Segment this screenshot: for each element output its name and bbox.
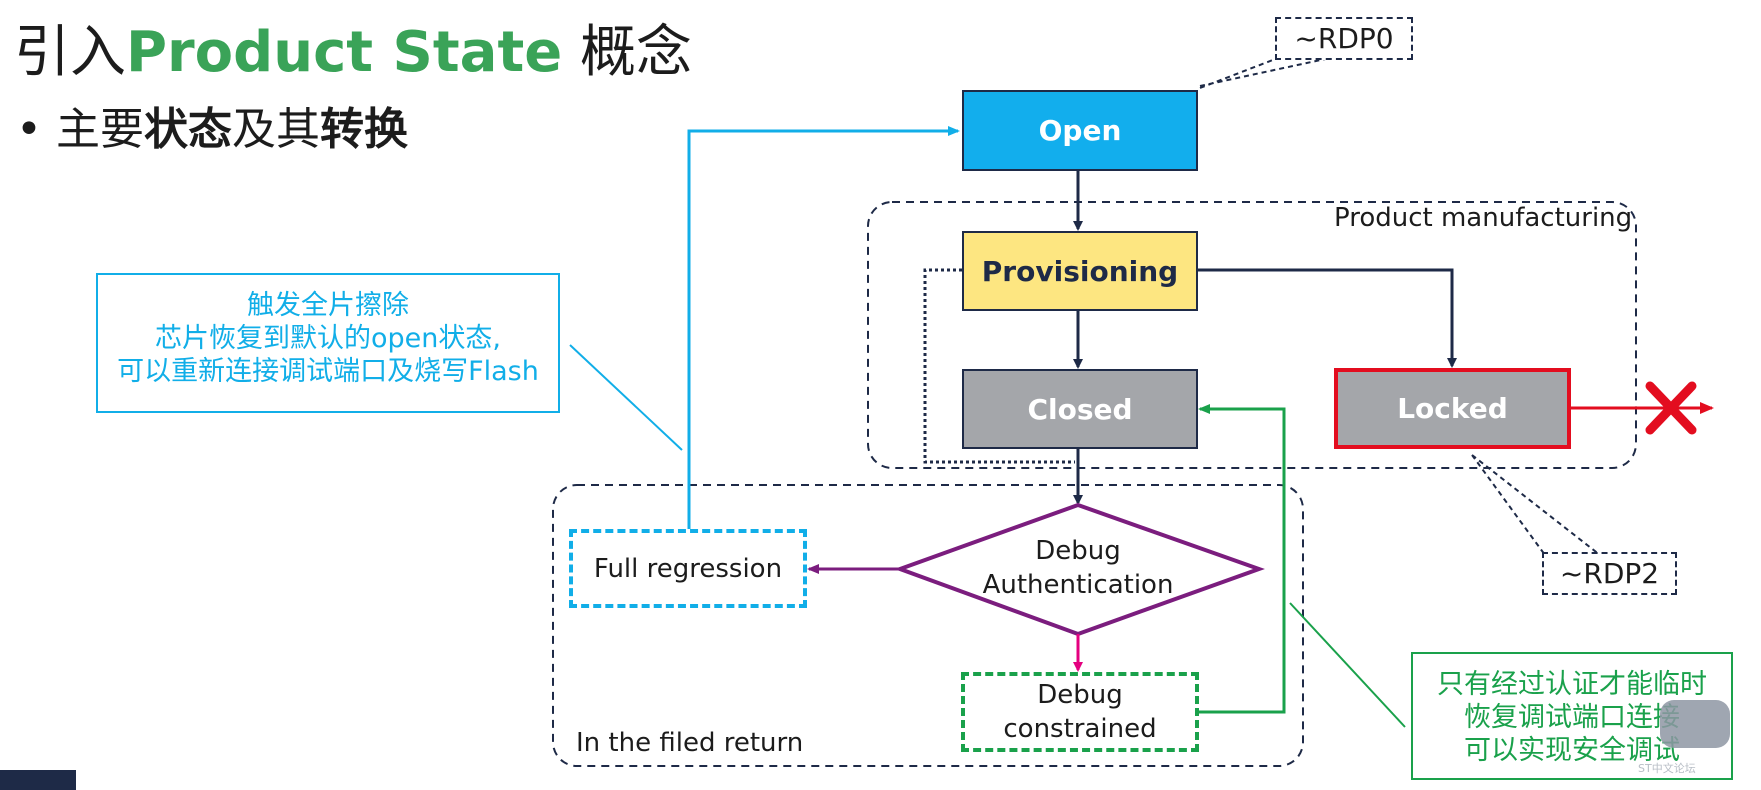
rdp0-label: ~RDP0: [1275, 17, 1413, 60]
bullet-text-3: 及其: [231, 104, 320, 155]
bullet-text-1: 主要: [41, 104, 144, 155]
page-title: 引入Product State 概念: [14, 18, 692, 88]
full-regression-to-open-arrow: [687, 126, 960, 529]
blue-note-pointer: [569, 344, 683, 451]
debug-constrained-line-1: Debug: [1037, 680, 1123, 710]
full-regression-label: Full regression: [593, 553, 783, 584]
bullet-text-2: 状态: [143, 104, 232, 155]
bullet-line: • 主要状态及其转换: [16, 100, 408, 160]
full-erase-note-line-3: 可以重新连接调试端口及烧写Flash: [117, 356, 539, 387]
watermark-text: ST中文论坛: [1638, 762, 1696, 775]
rdp2-connector: [1471, 454, 1601, 556]
secure-debug-note: 只有经过认证才能临时 恢复调试端口连接 可以实现安全调试: [1411, 652, 1733, 780]
state-provisioning: Provisioning: [962, 231, 1198, 311]
state-debug-constrained: Debug constrained: [961, 672, 1199, 752]
state-locked-label: Locked: [1397, 392, 1508, 425]
provisioning-to-locked-arrow: [1198, 268, 1457, 368]
title-highlight: Product State: [126, 20, 563, 85]
green-note-pointer: [1289, 602, 1406, 728]
constrained-to-closed-arrow: [1198, 404, 1286, 714]
provisioning-closed-dotted-link: [923, 268, 1075, 464]
rdp0-text: ~RDP0: [1294, 22, 1394, 55]
title-prefix: 引入: [14, 20, 126, 85]
red-x-icon: [1645, 381, 1697, 435]
state-closed: Closed: [962, 369, 1198, 449]
full-erase-note-line-1: 触发全片擦除: [247, 290, 409, 321]
bullet-marker: •: [16, 104, 42, 155]
state-full-regression: Full regression: [569, 529, 807, 608]
chat-bubble-icon: [1660, 700, 1730, 748]
secure-debug-note-line-2: 恢复调试端口连接: [1464, 702, 1680, 733]
secure-debug-note-line-3: 可以实现安全调试: [1464, 735, 1680, 766]
state-open-label: Open: [1038, 114, 1122, 147]
rdp0-connector: [1199, 57, 1331, 89]
full-erase-note: 触发全片擦除 芯片恢复到默认的open状态, 可以重新连接调试端口及烧写Flas…: [96, 273, 560, 413]
debug-authentication-label: Debug Authentication: [958, 534, 1198, 602]
state-locked: Locked: [1334, 368, 1571, 449]
field-return-region: [552, 484, 1304, 767]
debug-auth-line-1: Debug: [1035, 536, 1121, 566]
state-open: Open: [962, 90, 1198, 171]
debug-auth-line-2: Authentication: [982, 570, 1174, 600]
rdp2-label: ~RDP2: [1542, 552, 1677, 595]
bullet-text-4: 转换: [319, 104, 408, 155]
manufacturing-region: [867, 201, 1637, 469]
state-closed-label: Closed: [1027, 392, 1133, 426]
st-logo-fragment: [0, 770, 76, 790]
rdp2-text: ~RDP2: [1559, 557, 1660, 590]
debug-constrained-line-2: constrained: [1003, 714, 1157, 744]
manufacturing-region-label: Product manufacturing: [1334, 203, 1633, 233]
state-provisioning-label: Provisioning: [981, 254, 1179, 288]
full-erase-note-line-2: 芯片恢复到默认的open状态,: [155, 323, 501, 354]
field-return-region-label: In the filed return: [576, 728, 804, 758]
secure-debug-note-line-1: 只有经过认证才能临时: [1437, 669, 1707, 700]
title-suffix: 概念: [562, 20, 692, 85]
